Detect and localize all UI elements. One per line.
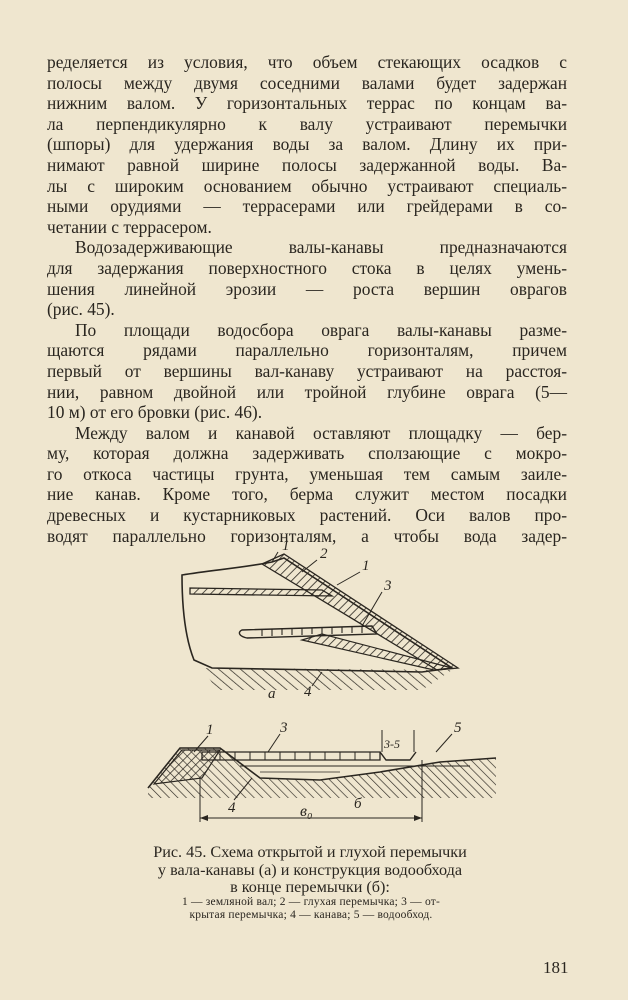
fig-b-label-3: 3 [279,720,288,736]
text-line: Между валом и канавой оставляют площадку… [75,422,567,443]
text-line: четании с террасером. [47,216,212,237]
fig-b-label-3-5: 3-5 [383,737,400,751]
fig-b-label-4: 4 [228,800,236,816]
figure-caption: Рис. 45. Схема открытой и глухой перемыч… [110,843,510,897]
text-line: шения линейной эрозии — роста вершин овр… [47,278,567,299]
fig-b-label-5: 5 [454,720,462,736]
figure-b-diagram: 1 3 3-5 5 4 б в₀ [147,720,497,822]
fig-a-label-2: 2 [320,546,328,562]
page-number: 181 [543,958,569,977]
text-line: Водозадерживающие валы-канавы предназнач… [75,237,567,258]
fig-b-panel-label: б [354,796,362,812]
text-line: ределяется из условия, что объем стекающ… [47,52,567,72]
fig-a-label-1b: 1 [362,558,370,574]
text-line: нии, равном двойной или тройной глубине … [47,381,567,402]
legend-line: крытая перемычка; 4 — канава; 5 — водооб… [189,909,433,921]
figure-legend: 1 — земляной вал; 2 — глухая перемычка; … [120,896,502,922]
text-line: ла перпендикулярно к валу устраивают пер… [47,113,567,134]
caption-line: у вала-канавы (а) и конструкция водообхо… [157,860,463,879]
text-line: го откоса частицы грунта, уменьшая тем с… [47,463,567,484]
caption-line: Рис. 45. Схема открытой и глухой перемыч… [153,843,467,861]
text-line: нимают равной ширине полосы задержанной … [47,154,567,175]
fig-a-label-4: 4 [304,684,312,700]
text-line: ными орудиями — террасерами или грейдера… [47,196,567,217]
text-line: нижним валом. У горизонтальных террас по… [47,93,567,114]
text-line: По площади водосбора оврага валы-канавы … [75,319,567,340]
text-line: щаются рядами параллельно горизонталям, … [47,340,567,361]
fig-b-dimension-label: в₀ [300,803,313,820]
text-line: первый от вершины вал-канаву устраивают … [47,360,567,381]
legend-line: 1 — земляной вал; 2 — глухая перемычка; … [181,896,440,908]
text-line: древесных и кустарниковых растений. Оси … [47,505,567,526]
caption-line: в конце перемычки (б): [230,878,390,897]
text-line: му, которая должна задерживать сползающи… [47,443,567,464]
text-line: 10 м) от его бровки (рис. 46). [47,402,263,423]
fig-a-panel-label: а [268,686,276,700]
text-line: водят параллельно горизонталям, а чтобы … [47,525,567,546]
figure-a-diagram: 1 2 1 3 а 4 [181,538,460,700]
text-line: ние канав. Кроме того, берма служит мест… [47,484,567,505]
text-line: полосы между двумя соседними валами буде… [47,72,567,93]
fig-b-label-1: 1 [206,722,214,738]
text-line: (шпоры) для удержания воды за валом. Дли… [47,134,567,155]
text-line: для задержания поверхностного стока в це… [47,257,567,278]
text-line: (рис. 45). [47,299,115,320]
text-line: лы с широким основанием обычно устраиваю… [47,175,567,196]
body-text: ределяется из условия, что объем стекающ… [47,52,567,546]
fig-a-label-3: 3 [383,578,392,594]
fig-a-label-1: 1 [282,538,290,554]
